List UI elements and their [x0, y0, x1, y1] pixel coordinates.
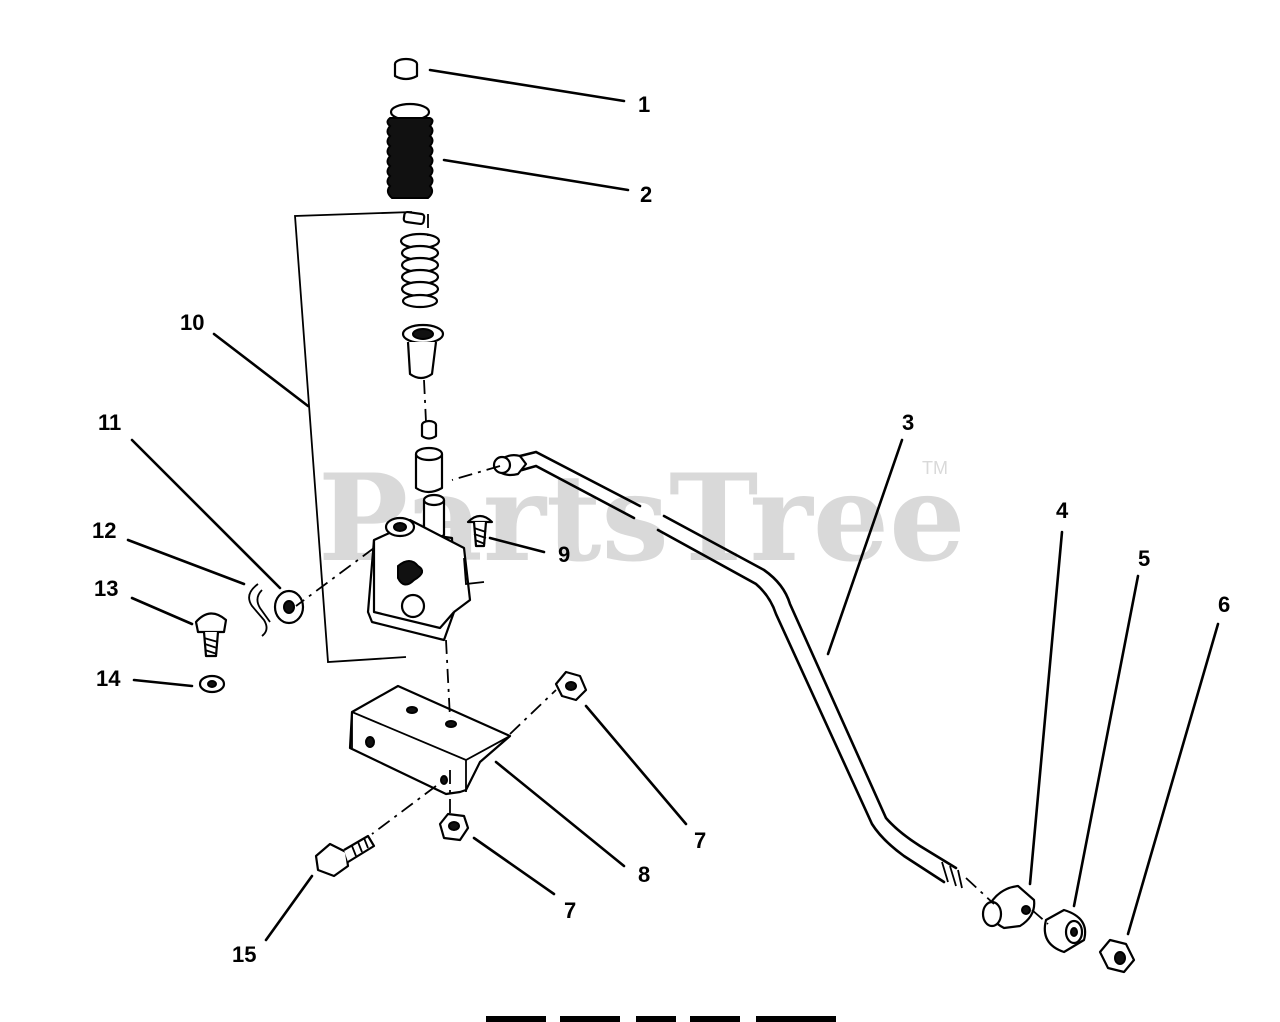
callout-7-upper: 7 [694, 828, 706, 853]
callout-10: 10 [180, 310, 204, 335]
callout-15: 15 [232, 942, 256, 967]
callout-9: 9 [558, 542, 570, 567]
watermark-trademark: TM [922, 458, 948, 478]
callout-8: 8 [638, 862, 650, 887]
assembly-bracket-10 [294, 211, 413, 663]
part-7-nut-lower [438, 812, 470, 842]
part-1-cap [393, 57, 419, 81]
assembly-lines [295, 214, 1049, 925]
callout-14: 14 [96, 666, 121, 691]
callout-1: 1 [638, 92, 650, 117]
callout-5: 5 [1138, 546, 1150, 571]
small-spacer [420, 419, 438, 440]
part-11-washer [273, 589, 305, 625]
part-8-plate [348, 684, 512, 796]
part-9-screw [463, 514, 494, 585]
callout-4: 4 [1056, 498, 1069, 523]
callout-3: 3 [902, 410, 914, 435]
callout-6: 6 [1218, 592, 1230, 617]
callout-13: 13 [94, 576, 118, 601]
callout-12: 12 [92, 518, 116, 543]
callout-11: 11 [98, 410, 121, 435]
callout-7-lower: 7 [564, 898, 576, 923]
part-12-cotter-pin [248, 583, 271, 637]
part-6-nut [1098, 938, 1136, 974]
part-7-nut-upper [554, 670, 588, 702]
part-13-screw [194, 612, 228, 658]
leader-lines [126, 68, 1220, 942]
shift-bracket [366, 516, 472, 642]
part-4-ball-joint [981, 884, 1036, 930]
spring [399, 232, 441, 309]
callout-2: 2 [640, 182, 652, 207]
cropped-caption-fragment [486, 1016, 836, 1022]
roll-pin [402, 210, 426, 226]
part-15-bolt [314, 834, 376, 878]
part-14-lockwasher [198, 674, 226, 694]
part-3-rod [492, 450, 963, 889]
part-5-spacer [1043, 908, 1087, 954]
bushing [401, 323, 445, 380]
callout-labels: 1 2 3 4 5 6 7 7 8 9 10 11 12 13 14 15 [92, 92, 1230, 967]
part-2-boot [386, 102, 434, 199]
